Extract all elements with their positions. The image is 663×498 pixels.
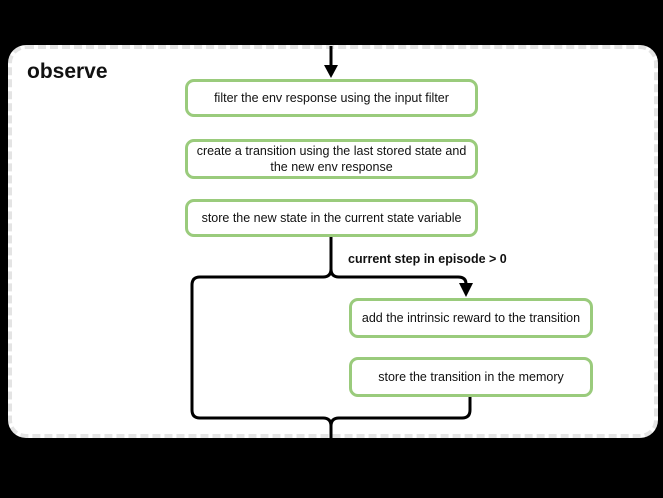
step-box-create-transition: create a transition using the last store… bbox=[185, 139, 478, 179]
merge-path bbox=[329, 397, 472, 427]
step-box-filter-env-response: filter the env response using the input … bbox=[185, 79, 478, 117]
step-box-store-transition: store the transition in the memory bbox=[349, 357, 593, 397]
entry-arrowhead-down-icon bbox=[324, 65, 338, 78]
step-label: create a transition using the last store… bbox=[196, 143, 467, 174]
branch-arrowhead-down-icon bbox=[459, 283, 473, 297]
step-box-add-intrinsic-reward: add the intrinsic reward to the transiti… bbox=[349, 298, 593, 338]
branch-arrow-line bbox=[329, 268, 468, 286]
step-box-store-new-state: store the new state in the current state… bbox=[185, 199, 478, 237]
step-label: filter the env response using the input … bbox=[214, 90, 449, 105]
step-label: store the new state in the current state… bbox=[201, 210, 462, 225]
step-label: store the transition in the memory bbox=[378, 369, 564, 384]
bypass-loop-path bbox=[190, 237, 333, 438]
step-label: add the intrinsic reward to the transiti… bbox=[361, 310, 581, 325]
condition-label: current step in episode > 0 bbox=[348, 252, 507, 266]
page-title: observe bbox=[27, 60, 108, 83]
